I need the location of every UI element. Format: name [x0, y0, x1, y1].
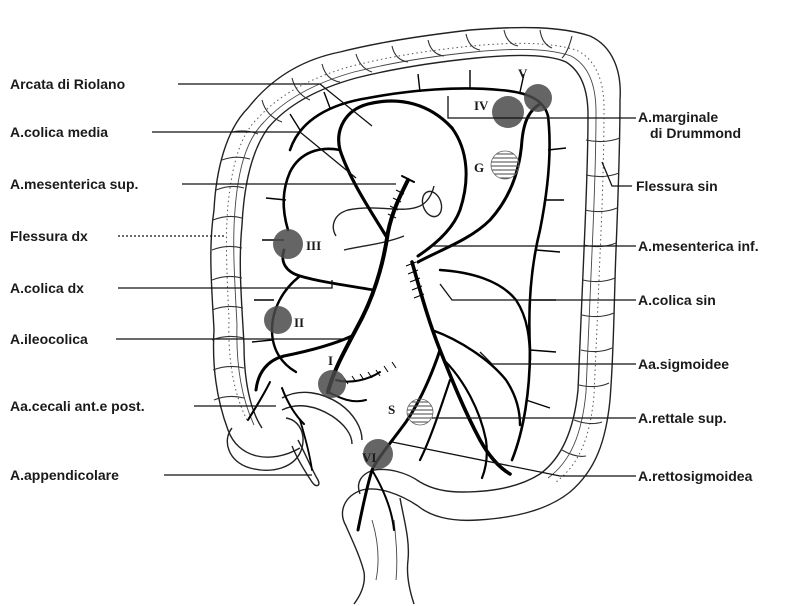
- zone-ii-label: II: [294, 315, 304, 330]
- zone-iii-label: III: [306, 238, 321, 253]
- zone-v-marker: [524, 84, 552, 112]
- zone-g-marker: [491, 151, 519, 179]
- sigmoid-rectum: [343, 470, 420, 605]
- leader-rettosigmoidea: [392, 442, 636, 476]
- left-colic-artery: [418, 104, 540, 262]
- zone-v-label: V: [518, 66, 528, 81]
- label-mesenterica-inf: A.mesenterica inf.: [638, 238, 759, 254]
- zone-vi-label: VI: [362, 450, 376, 465]
- middle-colic-artery: [339, 101, 452, 236]
- label-rettosigmoidea: A.rettosigmoidea: [638, 468, 753, 484]
- label-cecali: Aa.cecali ant.e post.: [10, 398, 145, 414]
- label-marginale-line2: di Drummond: [650, 125, 741, 141]
- superior-rectal-branch: [372, 470, 394, 530]
- label-flessura-dx: Flessura dx: [10, 228, 88, 244]
- leader-colica-dx: [118, 280, 332, 288]
- label-colica-media: A.colica media: [10, 124, 108, 140]
- zone-i-marker: [318, 370, 346, 398]
- label-ileocolica: A.ileocolica: [10, 331, 88, 347]
- labels-left: Arcata di Riolano A.colica media A.mesen…: [10, 76, 145, 483]
- left-colic-descending-branch: [440, 270, 530, 360]
- zone-s-marker: [407, 399, 433, 425]
- zone-iii-marker: [273, 229, 303, 259]
- zone-s-label: S: [388, 402, 395, 417]
- label-arcata-riolano: Arcata di Riolano: [10, 76, 125, 92]
- zone-i-label: I: [328, 353, 333, 368]
- sma-trunk: [328, 180, 408, 392]
- middle-colic-left-branch: [418, 128, 466, 256]
- middle-colic-right-branch: [284, 149, 340, 230]
- label-marginale-line1: A.marginale: [638, 109, 718, 125]
- appendicular-artery: [300, 420, 312, 470]
- label-colica-dx: A.colica dx: [10, 280, 84, 296]
- label-colica-sin: A.colica sin: [638, 292, 716, 308]
- zone-iv-label: IV: [474, 98, 489, 113]
- label-sigmoidee: Aa.sigmoidee: [638, 356, 729, 372]
- appendix: [292, 440, 319, 486]
- label-appendicolare: A.appendicolare: [10, 467, 119, 483]
- zone-iv-marker: [492, 96, 524, 128]
- label-rettale-sup: A.rettale sup.: [638, 410, 727, 426]
- cecum: [227, 418, 303, 470]
- label-mesenterica-sup: A.mesenterica sup.: [10, 176, 138, 192]
- labels-right: A.marginale di Drummond Flessura sin A.m…: [636, 109, 759, 484]
- jejunal-loop: [333, 186, 434, 250]
- label-flessura-sin: Flessura sin: [636, 178, 718, 194]
- zone-g-label: G: [474, 160, 484, 175]
- zone-ii-marker: [264, 306, 292, 334]
- leader-colica-sin: [440, 284, 636, 300]
